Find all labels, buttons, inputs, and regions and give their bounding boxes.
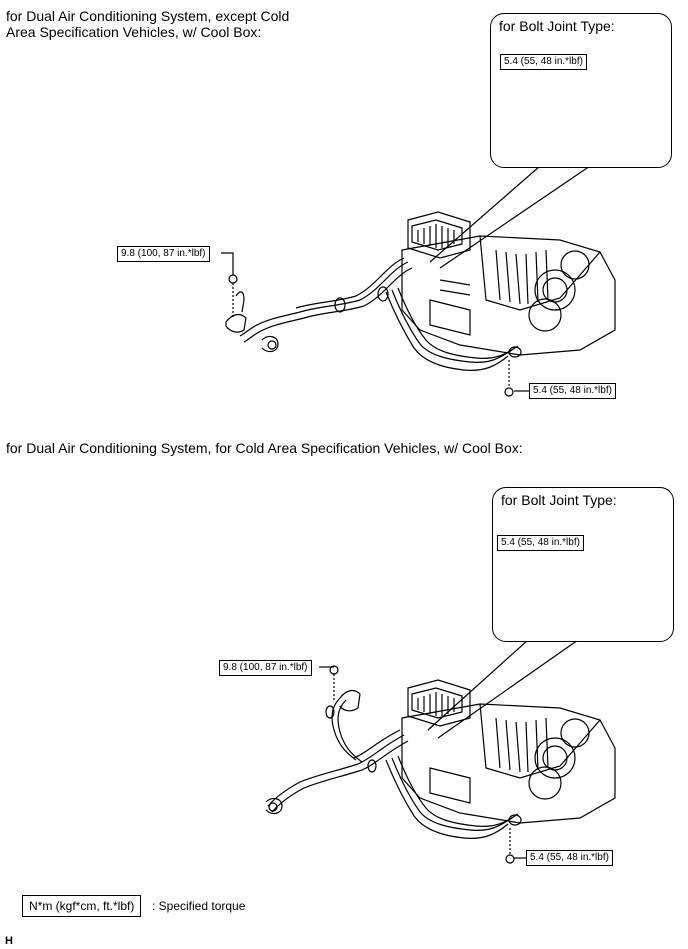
section2-callout-torque: 5.4 (55, 48 in.*lbf) xyxy=(497,535,584,551)
section1-torque-left: 9.8 (100, 87 in.*lbf) xyxy=(117,246,210,262)
footer-code: H xyxy=(5,935,13,947)
section2-caption: for Dual Air Conditioning System, for Co… xyxy=(6,440,523,456)
section1-callout: for Bolt Joint Type: xyxy=(490,13,672,168)
section2-torque-left: 9.8 (100, 87 in.*lbf) xyxy=(219,660,312,676)
legend-description: : Specified torque xyxy=(152,899,246,913)
legend-unit-box: N*m (kgf*cm, ft.*lbf) xyxy=(22,895,142,917)
section1-callout-torque: 5.4 (55, 48 in.*lbf) xyxy=(500,54,587,70)
ac-unit-2 xyxy=(401,679,616,824)
section1-caption: for Dual Air Conditioning System, except… xyxy=(6,8,290,40)
section2-callout: for Bolt Joint Type: xyxy=(492,487,674,642)
section1-callout-title: for Bolt Joint Type: xyxy=(499,18,615,34)
section2-torque-bottom: 5.4 (55, 48 in.*lbf) xyxy=(526,850,613,866)
section1-torque-bottom: 5.4 (55, 48 in.*lbf) xyxy=(529,383,616,399)
ac-unit-1 xyxy=(401,211,616,356)
section2-callout-title: for Bolt Joint Type: xyxy=(501,492,617,508)
